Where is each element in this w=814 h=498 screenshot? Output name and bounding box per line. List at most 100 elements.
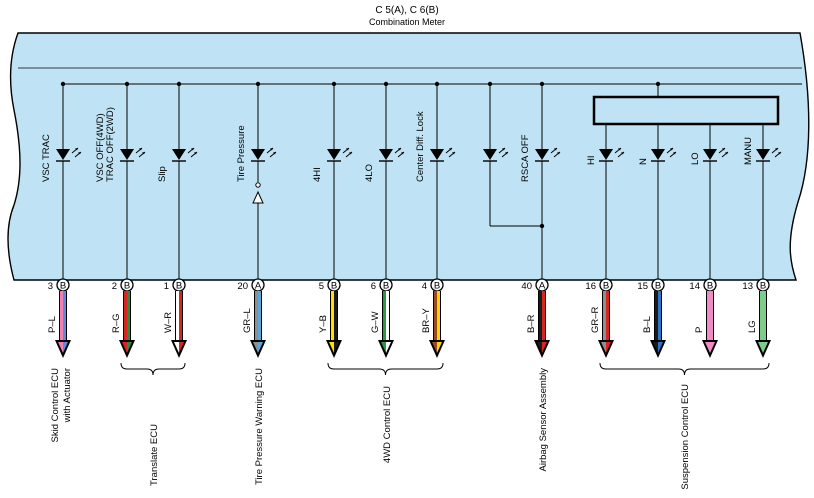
wire-color-fill-a xyxy=(383,291,386,346)
wire-color-fill-b xyxy=(658,291,661,346)
indicator-label: Center Diff. Lock xyxy=(415,111,426,182)
wire-color-fill-b xyxy=(63,291,66,346)
wire-arrow-fill-a xyxy=(174,342,179,353)
pin-number: 40 xyxy=(521,281,532,292)
branch-junction xyxy=(539,223,545,229)
led-triangle xyxy=(756,149,770,160)
pin-number: 13 xyxy=(742,281,753,292)
indicator-label-2: TRAC OFF(2WD) xyxy=(105,107,116,182)
wire-arrow-fill-a xyxy=(253,342,258,353)
indicator-label: 4LO xyxy=(364,164,375,182)
wire-color-fill xyxy=(760,291,766,346)
wire-arrow-fill-a xyxy=(653,342,658,353)
pin-number: 4 xyxy=(422,281,427,292)
wire-arrow-fill-a xyxy=(381,342,386,353)
wire-color-fill-b xyxy=(334,291,337,346)
wire-color-fill-b xyxy=(386,291,389,346)
indicator-label: LO xyxy=(690,152,701,165)
destination-label-2: with Actuator xyxy=(62,368,73,423)
led-triangle xyxy=(599,149,613,160)
indicator-label: VSC TRAC xyxy=(41,134,52,182)
destination-label: Skid Control ECU xyxy=(50,368,61,443)
wire-arrow-fill-b xyxy=(658,342,663,353)
indicator-label: Tire Pressure xyxy=(236,125,247,182)
wire-color-fill-a xyxy=(434,291,437,346)
wire-arrow-fill-a xyxy=(329,342,334,353)
wire-arrow-fill-b xyxy=(179,342,184,353)
pin-number: 6 xyxy=(371,281,376,292)
wire-code: GR–L xyxy=(242,308,253,333)
indicator-label: MANU xyxy=(743,137,754,165)
wire-color-fill-a xyxy=(176,291,179,346)
wire-color-fill-a xyxy=(60,291,63,346)
wire-color-fill-a xyxy=(603,291,606,346)
wire-color-fill-b xyxy=(437,291,440,346)
wire-arrow-fill-b xyxy=(437,342,442,353)
led-triangle xyxy=(651,149,665,160)
indicator-rsca-off: RSCA OFF A 40B–R xyxy=(520,81,561,358)
indicator-label: HI xyxy=(586,156,597,166)
pin-number: 5 xyxy=(319,281,324,292)
wire-code: GR–R xyxy=(590,306,601,333)
extra-circuit xyxy=(483,81,780,229)
wire-color-fill-b xyxy=(258,291,261,346)
destination-label: 4WD Control ECU xyxy=(382,386,393,463)
indicator-label: RSCA OFF xyxy=(520,134,531,182)
wire-code: B–L xyxy=(642,316,653,333)
destination-label: Suspension Control ECU xyxy=(680,384,691,490)
destination-label: Airbag Sensor Assembly xyxy=(538,368,549,472)
meter-body xyxy=(7,32,810,281)
indicator-vsc-off: VSC OFF(4WD)TRAC OFF(2WD)B2R–G xyxy=(95,81,146,358)
led-triangle xyxy=(327,149,341,160)
led-triangle xyxy=(120,149,134,160)
connector-letter: A xyxy=(539,281,546,292)
destination-brace xyxy=(599,362,770,376)
wire-color-fill-b xyxy=(127,291,130,346)
indicator-label: N xyxy=(638,158,649,165)
indicator-label: VSC OFF(4WD) xyxy=(95,113,106,182)
wire-arrow-fill-b xyxy=(606,342,611,353)
connector-letter: B xyxy=(331,281,337,292)
led-triangle xyxy=(483,149,497,160)
pin-number: 16 xyxy=(585,281,596,292)
mode-switch-box xyxy=(592,95,780,126)
indicator-label: 4HI xyxy=(312,167,323,182)
wire-arrow-fill-a xyxy=(58,342,63,353)
wire-code: R–G xyxy=(111,313,122,333)
led-triangle xyxy=(430,149,444,160)
wire-color-fill-b xyxy=(606,291,609,346)
indicator-4hi: 4HI B5Y–B xyxy=(312,81,353,358)
wire-arrow-fill-b xyxy=(334,342,339,353)
connector-letter: B xyxy=(60,281,66,292)
wire-arrow-fill-b xyxy=(127,342,132,353)
wire-arrow-fill-b xyxy=(258,342,263,353)
destination-label: Tire Pressure Warning ECU xyxy=(254,368,265,485)
wire-code: B–R xyxy=(526,314,537,333)
wire-arrow-fill-a xyxy=(537,342,542,353)
wire-arrow-fill-a xyxy=(432,342,437,353)
led-triangle xyxy=(172,149,186,160)
connector-letter: A xyxy=(255,281,262,292)
wire-code: BR–Y xyxy=(421,308,432,333)
wire-code: Y–B xyxy=(318,315,329,333)
connector-letter: B xyxy=(176,281,182,292)
connector-letter: B xyxy=(383,281,389,292)
pin-number: 14 xyxy=(689,281,700,292)
wire-code: G–W xyxy=(370,311,381,333)
connector-title: C 5(A), C 6(B) xyxy=(375,5,438,16)
wire-arrow-fill-a xyxy=(601,342,606,353)
wire-arrow-fill xyxy=(705,342,715,353)
wire-arrow-fill-b xyxy=(542,342,547,353)
wire-arrow-fill xyxy=(758,342,768,353)
destination-label: Translate ECU xyxy=(149,424,160,486)
connector-letter: B xyxy=(655,281,661,292)
wire-arrow-fill-a xyxy=(122,342,127,353)
pin-number: 20 xyxy=(237,281,248,292)
